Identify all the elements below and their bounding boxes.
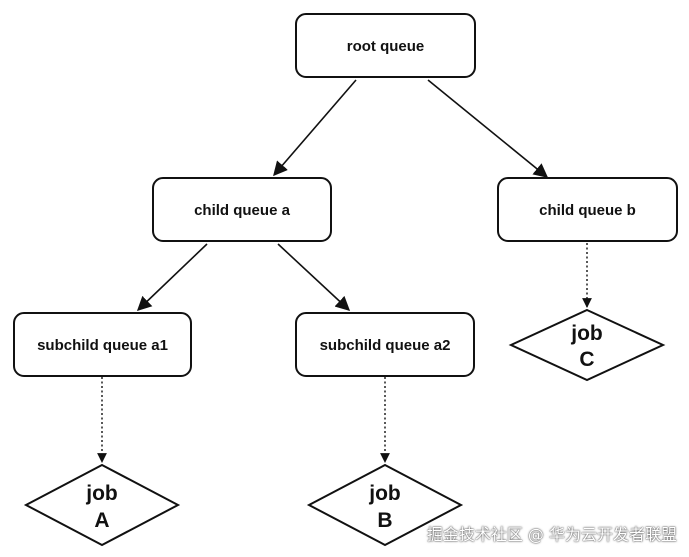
node-job-a-line2: A	[94, 509, 109, 532]
node-root-queue-box	[295, 13, 476, 78]
watermark-text: 掘金技术社区 @ 华为云开发者联盟	[426, 525, 677, 544]
node-job-b: job B	[306, 463, 464, 547]
node-job-a-line1: job	[85, 482, 118, 505]
node-subchild-queue-a1-box	[13, 312, 192, 377]
node-job-b-diamond	[306, 463, 464, 547]
node-subchild-queue-a1: subchild queue a1	[13, 312, 192, 377]
node-child-queue-b-box	[497, 177, 678, 242]
node-root-queue-label: root queue	[347, 38, 425, 55]
node-job-a-diamond	[23, 463, 181, 547]
node-subchild-queue-a2-box	[295, 312, 475, 377]
edge-child-a-to-subchild-a1	[136, 243, 208, 311]
node-child-queue-a: child queue a	[152, 177, 332, 242]
node-child-queue-a-label: child queue a	[194, 202, 291, 219]
node-child-queue-b-label: child queue b	[539, 202, 636, 219]
node-subchild-queue-a2: subchild queue a2	[295, 312, 475, 377]
node-job-c-diamond	[508, 308, 666, 382]
node-job-b-line2: B	[377, 509, 392, 532]
node-root-queue: root queue	[295, 13, 476, 78]
node-job-c-line2: C	[579, 348, 594, 371]
node-subchild-queue-a2-label: subchild queue a2	[320, 337, 451, 354]
edge-root-to-child-b	[427, 79, 549, 178]
node-job-a: job A	[23, 463, 181, 547]
node-job-b-line1: job	[368, 482, 401, 505]
node-subchild-queue-a1-label: subchild queue a1	[37, 337, 168, 354]
edges	[97, 79, 592, 463]
edge-root-to-child-a	[273, 79, 357, 177]
node-job-c-line1: job	[570, 322, 603, 345]
node-child-queue-b: child queue b	[497, 177, 678, 242]
node-child-queue-a-box	[152, 177, 332, 242]
edge-child-a-to-subchild-a2	[277, 243, 351, 311]
node-job-c: job C	[508, 308, 666, 382]
